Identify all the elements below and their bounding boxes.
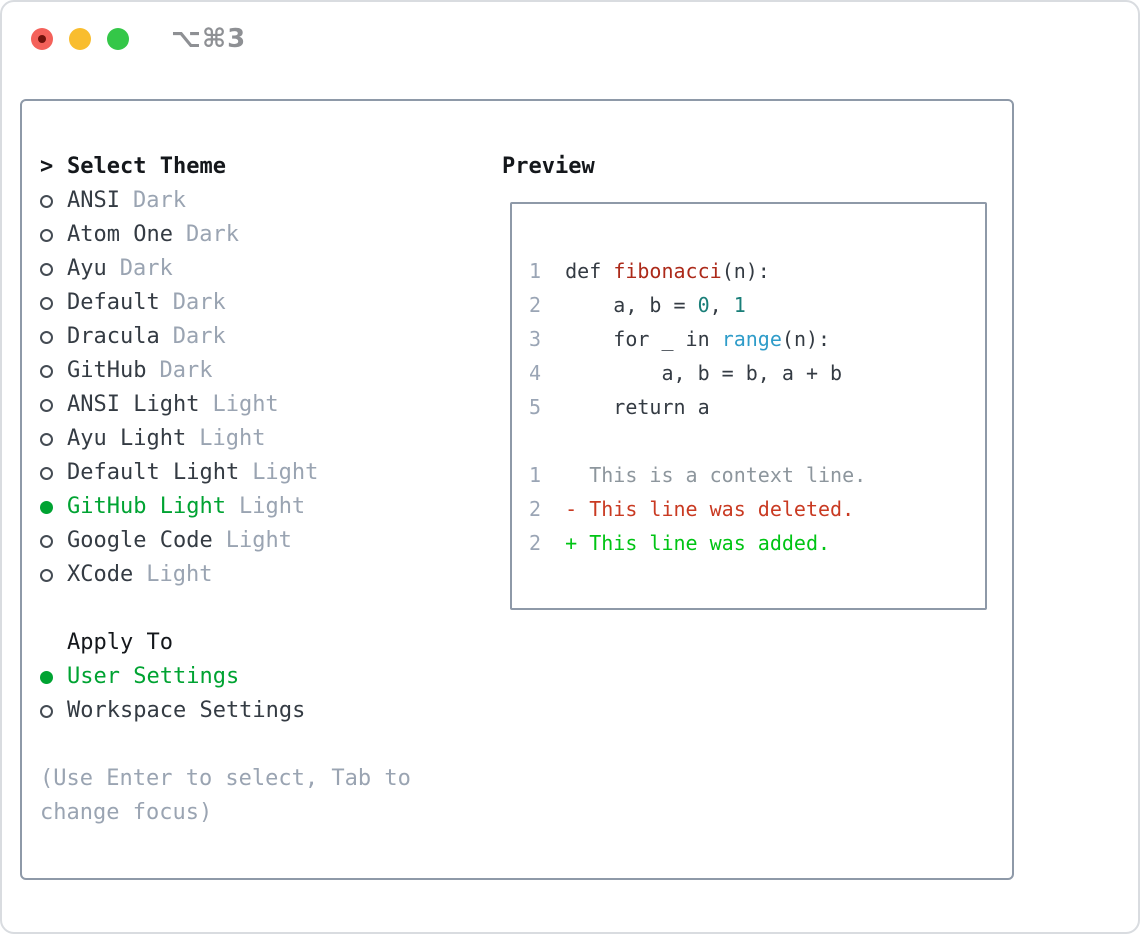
theme-option[interactable]: Google Code Light [40, 524, 480, 558]
diff-line-deleted: 2 - This line was deleted. [529, 497, 855, 521]
theme-name: XCode [67, 562, 134, 587]
theme-variant-badge: Dark [172, 324, 226, 349]
theme-variant-badge: Dark [132, 188, 186, 213]
theme-variant-badge: Light [252, 460, 319, 485]
radio-icon [40, 364, 53, 378]
radio-icon [40, 398, 53, 412]
line-number: 2 [529, 293, 542, 317]
diff-line-added: 2 + This line was added. [529, 531, 831, 555]
theme-name: Default [67, 290, 160, 315]
theme-variant-badge: Light [146, 562, 213, 587]
radio-icon [40, 466, 53, 480]
radio-icon [40, 228, 53, 242]
theme-name: GitHub Light [67, 494, 226, 519]
theme-option[interactable]: Default Dark [40, 286, 480, 320]
diff-preview: 1 This is a context line. 2 - This line w… [529, 458, 985, 560]
radio-icon [40, 432, 53, 446]
theme-variant-badge: Dark [185, 222, 239, 247]
apply-to-option[interactable]: Workspace Settings [40, 694, 480, 728]
theme-variant-badge: Light [212, 392, 279, 417]
theme-variant-badge: Light [225, 528, 292, 553]
theme-variant-badge: Dark [172, 290, 226, 315]
code-line: 2 a, b = 0, 1 [529, 293, 746, 317]
theme-option[interactable]: GitHub Light Light [40, 490, 480, 524]
line-number: 2 [529, 531, 542, 555]
apply-to-header: Apply To [40, 626, 480, 660]
theme-variant-badge: Dark [119, 256, 173, 281]
theme-variant-badge: Light [238, 494, 306, 519]
window-title: ⌥⌘3 [171, 24, 247, 54]
theme-name: Default Light [67, 460, 240, 485]
theme-name: ANSI Light [67, 392, 200, 417]
line-number: 3 [529, 327, 542, 351]
close-button[interactable] [31, 28, 53, 50]
line-number: 5 [529, 395, 542, 419]
minimize-button[interactable] [69, 28, 91, 50]
radio-icon [40, 534, 53, 548]
diff-line-context: 1 This is a context line. [529, 463, 867, 487]
focus-caret-icon: > [40, 154, 54, 179]
theme-name: Atom One [67, 222, 173, 247]
titlebar: ⌥⌘3 [2, 2, 1138, 77]
theme-option[interactable]: ANSI Dark [40, 184, 480, 218]
select-theme-title: Select Theme [67, 154, 226, 179]
apply-to-option[interactable]: User Settings [40, 660, 480, 694]
preview-title: Preview [502, 154, 595, 179]
theme-name: Google Code [67, 528, 213, 553]
line-number: 2 [529, 497, 542, 521]
theme-option[interactable]: ANSI Light Light [40, 388, 480, 422]
apply-to-title: Apply To [67, 630, 173, 655]
help-text: (Use Enter to select, Tab to change focu… [40, 766, 411, 825]
preview-box: 1 def fibonacci(n): 2 a, b = 0, 1 3 for _ … [510, 202, 987, 610]
theme-name: Ayu [67, 256, 107, 281]
theme-variant-badge: Light [199, 426, 266, 451]
theme-option[interactable]: GitHub Dark [40, 354, 480, 388]
line-number: 1 [529, 463, 542, 487]
radio-icon [40, 568, 53, 582]
theme-option[interactable]: Atom One Dark [40, 218, 480, 252]
line-number: 4 [529, 361, 542, 385]
theme-name: Ayu Light [67, 426, 187, 451]
code-line: 1 def fibonacci(n): [529, 259, 770, 283]
radio-selected-icon [40, 670, 53, 684]
apply-to-label: Workspace Settings [67, 698, 306, 723]
radio-icon [40, 296, 53, 310]
theme-option[interactable]: Default Light Light [40, 456, 480, 490]
theme-option[interactable]: Ayu Dark [40, 252, 480, 286]
code-line: 3 for _ in range(n): [529, 327, 831, 351]
theme-option[interactable]: XCode Light [40, 558, 480, 592]
theme-name: Dracula [67, 324, 160, 349]
line-number: 1 [529, 259, 542, 283]
radio-icon [40, 262, 53, 276]
code-line: 4 a, b = b, a + b [529, 361, 843, 385]
theme-name: ANSI [67, 188, 120, 213]
code-line: 5 return a [529, 395, 710, 419]
theme-option[interactable]: Ayu Light Light [40, 422, 480, 456]
radio-selected-icon [40, 500, 53, 514]
select-theme-header: > Select Theme [40, 150, 480, 184]
radio-icon [40, 194, 53, 208]
radio-icon [40, 330, 53, 344]
theme-option[interactable]: Dracula Dark [40, 320, 480, 354]
zoom-button[interactable] [107, 28, 129, 50]
theme-name: GitHub [67, 358, 147, 383]
radio-icon [40, 704, 53, 718]
apply-to-label: User Settings [67, 664, 240, 689]
code-preview: 1 def fibonacci(n): 2 a, b = 0, 1 3 for _ … [529, 254, 985, 424]
theme-variant-badge: Dark [159, 358, 213, 383]
